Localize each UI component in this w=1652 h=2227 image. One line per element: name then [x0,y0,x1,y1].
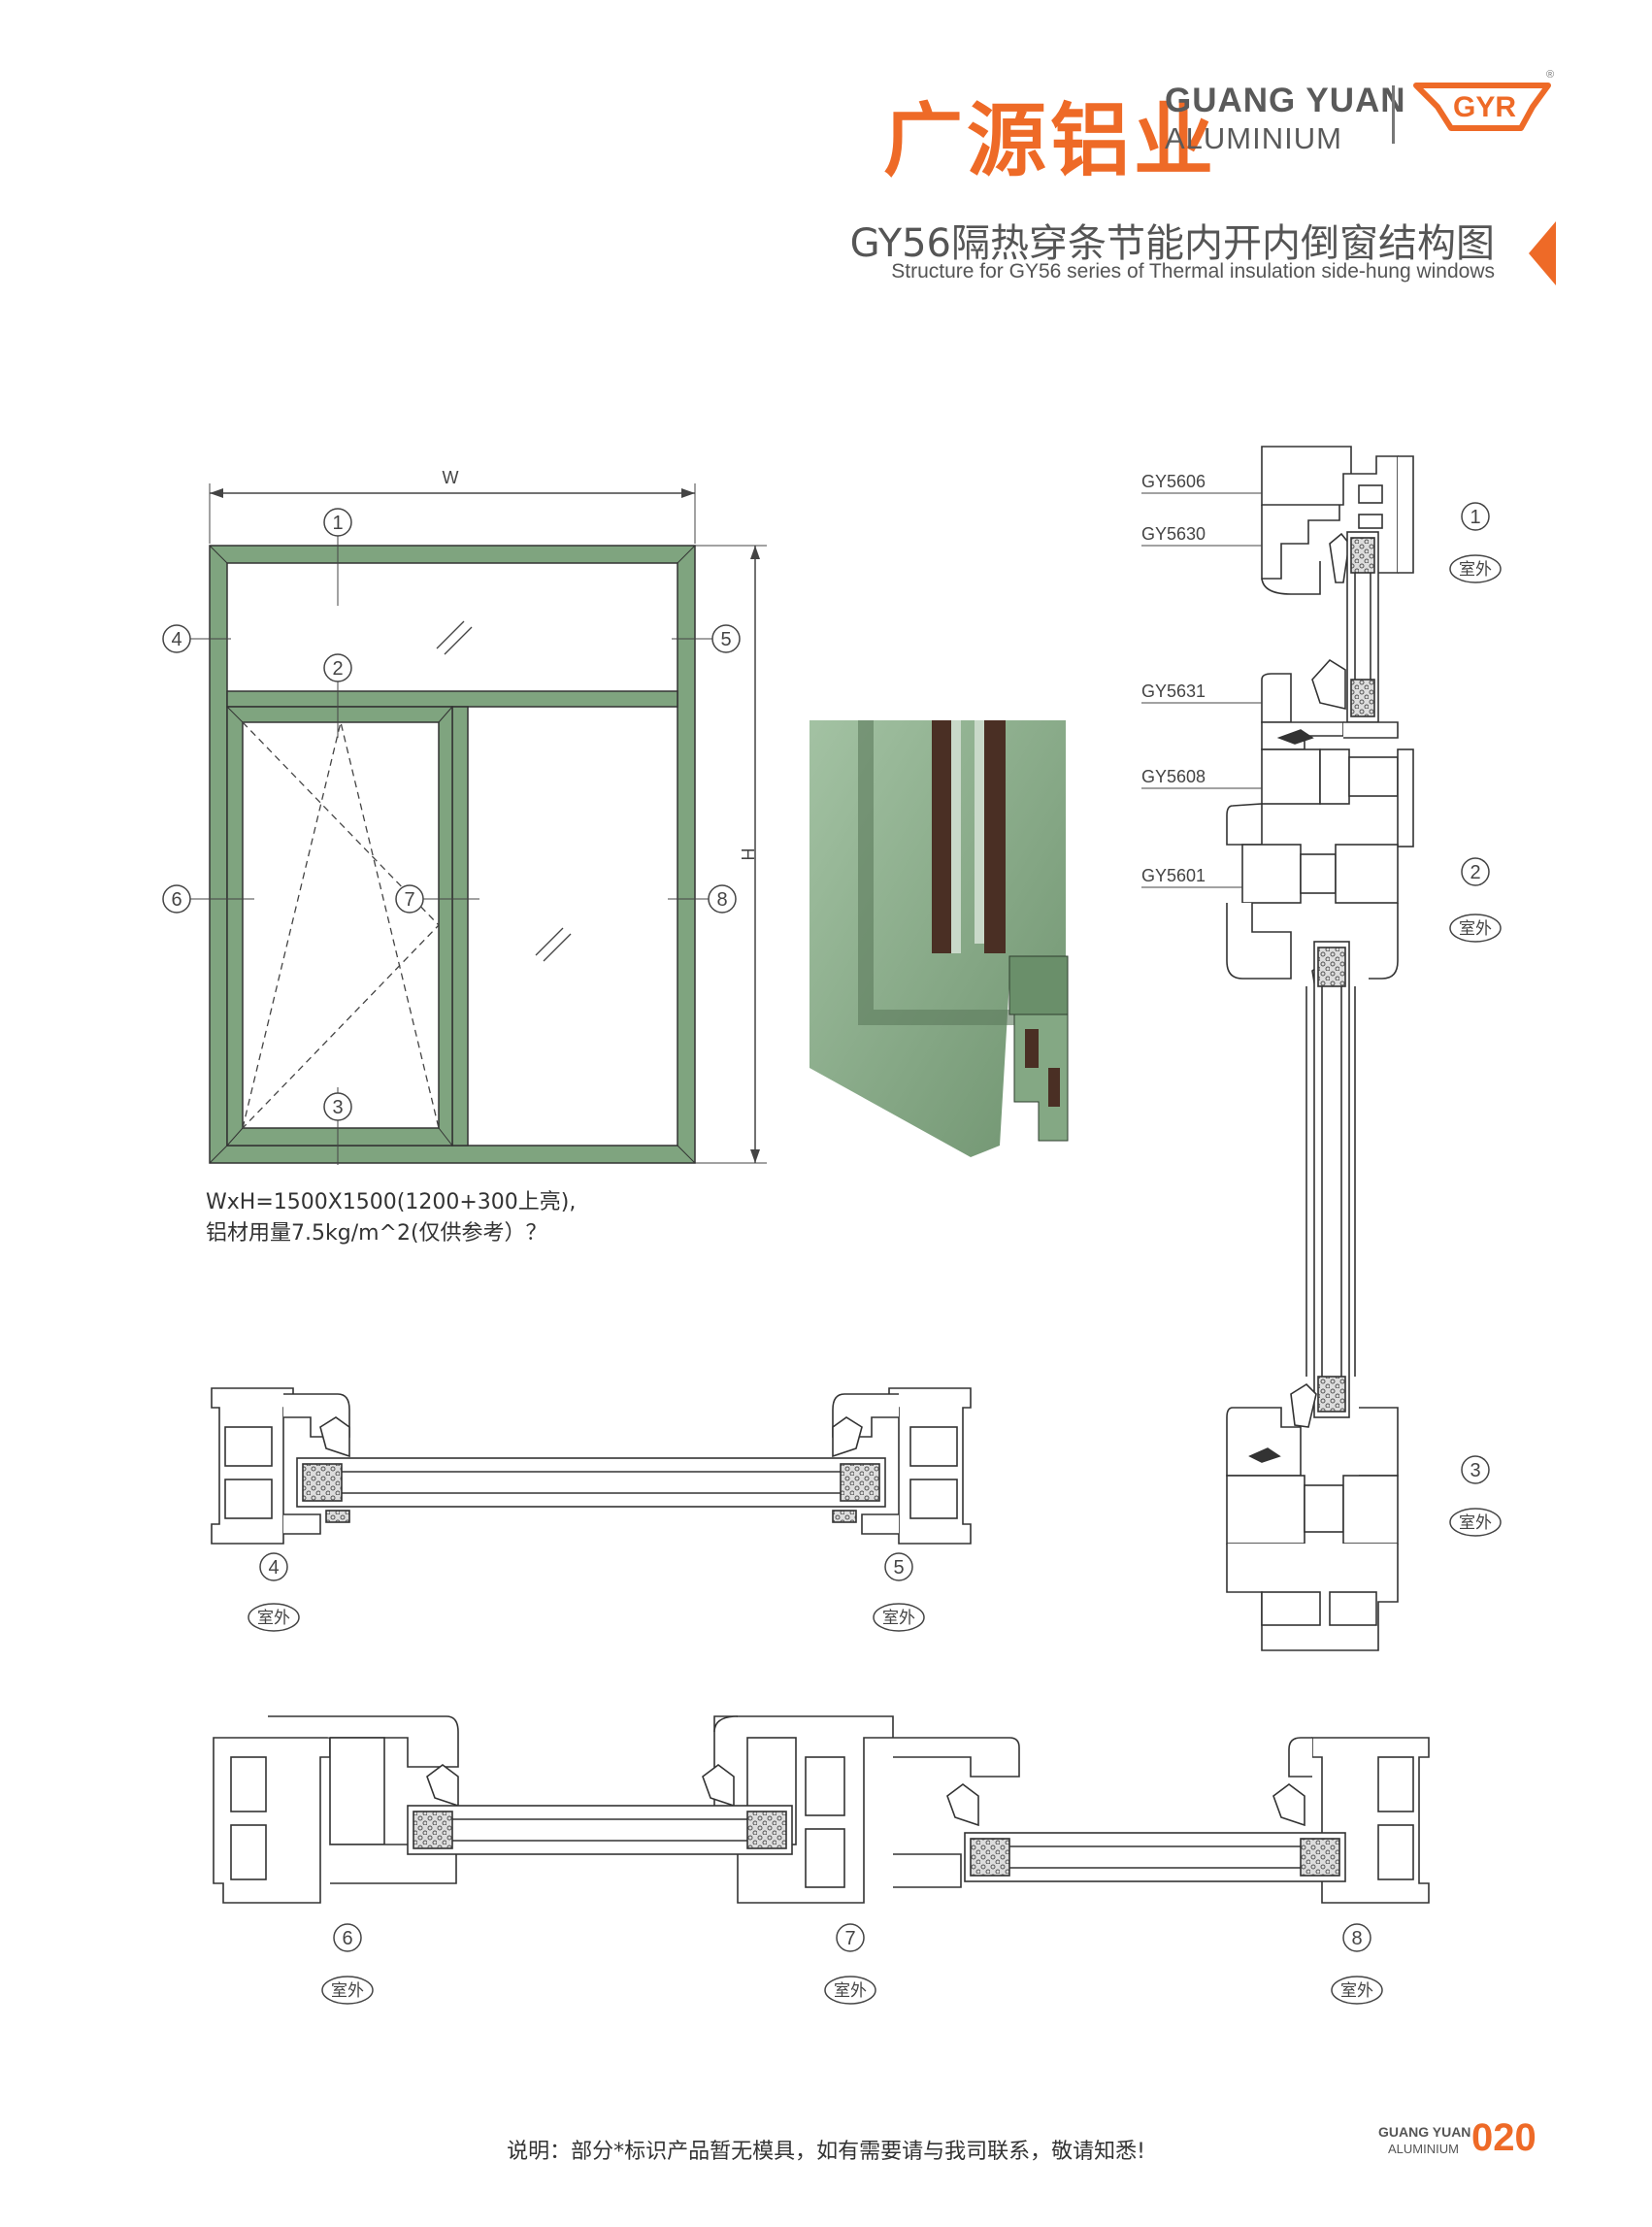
page-number: 020 [1471,2116,1536,2159]
width-dimension-label: W [443,468,459,487]
outdoor-tag-6: 室外 [331,1981,364,2001]
hsection-marker-4: 4 [268,1557,279,1579]
profile-code-gy5601: GY5601 [1141,866,1206,885]
brand-name-cn: 广源铝业 [883,95,1218,187]
title-accent-arrow-icon [1529,221,1556,285]
profile-code-gy5606: GY5606 [1141,472,1206,491]
profile-code-gy5608: GY5608 [1141,767,1206,786]
height-dimension-label: H [738,848,757,861]
opening-sash [226,706,453,1147]
horizontal-section-6-7-8 [213,1715,1430,1904]
outdoor-tag-4: 室外 [257,1609,290,1628]
vsection-marker-2: 2 [1470,862,1480,883]
horizontal-section-6-7-8-markers: 6 室外 7 室外 8 室外 [321,1923,1383,2005]
marker-4: 4 [171,629,182,650]
brand-name-en-line2: ALUMINIUM [1165,121,1342,155]
corner-profile-3d-render [809,720,1069,1157]
profile-code-gy5631: GY5631 [1141,681,1206,701]
registered-mark: ® [1546,69,1554,81]
outdoor-tag-2: 室外 [1459,919,1492,939]
marker-7: 7 [404,889,414,911]
marker-5: 5 [720,629,731,650]
footer-note: 说明：部分*标识产品暂无模具，如有需要请与我司联系，敬请知悉! [507,2140,1145,2164]
outdoor-tag-3: 室外 [1459,1513,1492,1533]
footer-brand-line2: ALUMINIUM [1388,2142,1459,2156]
hsection-marker-7: 7 [844,1928,855,1949]
mullion [451,706,469,1147]
brand-divider [1392,85,1395,144]
marker-8: 8 [716,889,727,911]
horizontal-section-4-5 [211,1387,972,1545]
brand-name-en-line1: GUANG YUAN [1165,82,1406,119]
hsection-marker-6: 6 [342,1928,352,1949]
spec-line-material-usage: 铝材用量7.5kg/m^2(仅供参考）？ [206,1221,547,1246]
logo-mark-text: GYR [1453,91,1516,123]
vertical-section-markers: 1 室外 2 室外 3 室外 [1449,502,1502,1537]
marker-3: 3 [332,1097,343,1118]
spec-line-dimensions: WxH=1500X1500(1200+300上亮), [206,1190,577,1214]
elevation-markers: 1 2 3 4 5 6 7 8 [162,508,741,1165]
profile-code-gy5630: GY5630 [1141,524,1206,544]
marker-1: 1 [332,513,343,534]
hsection-marker-8: 8 [1351,1928,1362,1949]
page-title-en: Structure for GY56 series of Thermal ins… [891,260,1495,283]
vsection-marker-1: 1 [1470,507,1480,528]
footer-brand-line1: GUANG YUAN [1378,2124,1471,2140]
outdoor-tag-7: 室外 [834,1981,867,2001]
horizontal-section-4-5-markers: 4 室外 5 室外 [248,1552,925,1632]
vsection-marker-3: 3 [1470,1460,1480,1481]
outdoor-tag-5: 室外 [882,1609,915,1628]
marker-6: 6 [171,889,182,911]
transom [226,690,678,708]
outdoor-tag-8: 室外 [1340,1981,1373,2001]
vertical-section [1226,446,1414,1651]
page-title-cn: GY56隔热穿条节能内开内倒窗结构图 [849,221,1495,266]
profile-code-labels: GY5606 GY5630 GY5631 GY5608 GY5601 [1141,472,1262,888]
company-logo-mark: GYR ® [1413,69,1554,131]
outdoor-tag-1: 室外 [1459,560,1492,580]
window-elevation: W H [162,468,767,1165]
marker-2: 2 [332,658,343,680]
glass-hatch [436,620,572,962]
opening-direction-lines [242,721,440,1129]
hsection-marker-5: 5 [893,1557,904,1579]
